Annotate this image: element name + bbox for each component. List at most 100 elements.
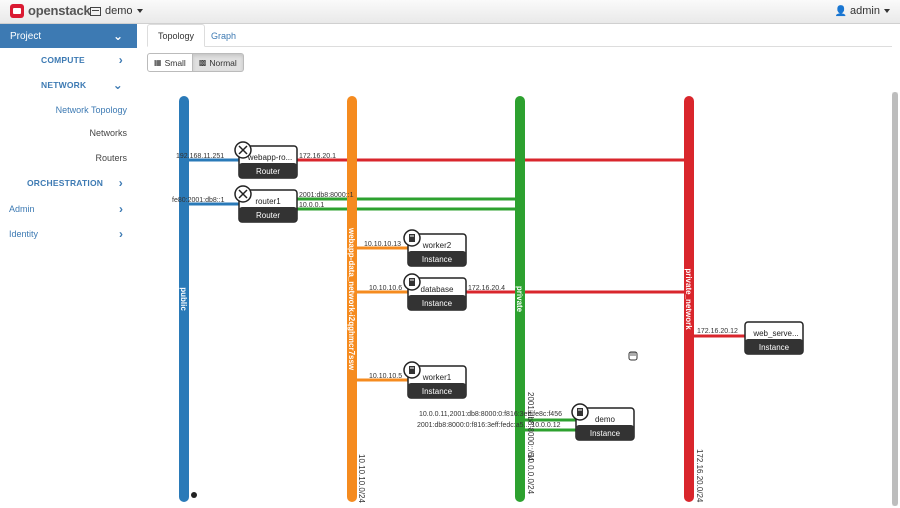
network-cidr: 172.16.20.0/24 xyxy=(695,449,704,503)
router-icon xyxy=(234,141,252,159)
device-type-bar xyxy=(239,163,297,178)
project-icon xyxy=(90,6,101,16)
port-label: 10.0.0.11,2001:db8:8000:0:f816:3eff:fe8c… xyxy=(419,411,562,418)
chevron-down-icon: ⌄ xyxy=(112,29,123,43)
chevron-right-icon: › xyxy=(119,202,123,216)
device-name: worker2 xyxy=(422,241,452,250)
openstack-logo[interactable]: openstack xyxy=(10,3,91,18)
device-type: Instance xyxy=(590,429,621,438)
device-worker2[interactable]: worker2 Instance xyxy=(403,229,467,267)
port-label: 10.10.10.5 xyxy=(369,373,402,380)
device-type-bar xyxy=(408,251,466,266)
tab-graph[interactable]: Graph xyxy=(201,24,246,47)
device-database[interactable]: database Instance xyxy=(403,273,467,311)
network-cidr-v6: 2001:db8:8000::/64 xyxy=(526,392,535,462)
sidebar-item-label: NETWORK xyxy=(41,80,87,90)
device-name: database xyxy=(421,285,454,294)
port-label: 2001:db8:8000:0:f816:3eff:fedc:a5...,10.… xyxy=(417,422,561,429)
network-webapp-data[interactable]: webapp-data_network-i2qghmcr7ssw 10.10.1… xyxy=(347,96,366,503)
sidebar-item-routers[interactable]: Routers xyxy=(0,146,137,170)
server-icon xyxy=(571,403,589,421)
network-name: private xyxy=(515,286,524,313)
network-bar[interactable] xyxy=(347,96,357,502)
view-tabs: Topology Graph xyxy=(147,24,892,47)
device-worker1[interactable]: worker1 Instance xyxy=(403,361,467,399)
hand-cursor-icon xyxy=(628,351,638,361)
normal-button[interactable]: ▩ Normal xyxy=(192,53,244,72)
device-type-bar xyxy=(408,295,466,310)
device-type-bar xyxy=(239,207,297,222)
port-label: 172.16.20.4 xyxy=(468,285,505,292)
network-public[interactable]: public xyxy=(179,96,197,502)
small-button[interactable]: ▦ Small xyxy=(147,53,193,72)
network-name: private_network xyxy=(684,268,693,330)
network-bar[interactable] xyxy=(515,96,525,502)
openstack-logo-icon xyxy=(10,3,24,18)
device-name: webapp-ro... xyxy=(247,153,292,162)
sidebar-item-network-topology[interactable]: Network Topology xyxy=(0,98,137,122)
network-cidr: 10.0.0.0/24 xyxy=(526,454,535,495)
device-web-server[interactable]: web_serve... Instance xyxy=(744,321,804,355)
network-bar[interactable] xyxy=(179,96,189,502)
button-label: Small xyxy=(164,57,186,68)
grid-small-icon: ▦ xyxy=(154,58,162,67)
sidebar-item-admin[interactable]: Admin › xyxy=(0,197,137,221)
server-icon xyxy=(403,229,421,247)
device-type: Instance xyxy=(422,299,453,308)
port-label: fe80:2001:db8::1 xyxy=(172,197,225,204)
network-name: public xyxy=(179,287,188,311)
chevron-right-icon: › xyxy=(118,53,123,67)
device-name: web_serve... xyxy=(752,329,798,338)
chevron-right-icon: › xyxy=(118,176,123,190)
scrollbar-thumb[interactable] xyxy=(892,92,898,506)
sidebar-item-orchestration[interactable]: ORCHESTRATION › xyxy=(0,171,137,195)
device-type: Instance xyxy=(422,387,453,396)
device-demo[interactable]: demo Instance xyxy=(571,403,635,441)
chevron-down-icon: ⌄ xyxy=(112,78,123,92)
user-icon: 👤 xyxy=(834,5,848,17)
device-router-webapp[interactable]: webapp-ro... Router xyxy=(234,141,298,179)
network-bar[interactable] xyxy=(684,96,694,502)
chevron-down-icon xyxy=(136,9,143,13)
sidebar-item-network[interactable]: NETWORK ⌄ xyxy=(0,73,137,97)
sidebar-item-label: ORCHESTRATION xyxy=(27,178,104,188)
user-name: admin xyxy=(850,5,880,17)
device-router1[interactable]: router1 Router xyxy=(234,185,298,223)
device-name: router1 xyxy=(255,197,281,206)
project-name: demo xyxy=(105,5,133,17)
network-private-network[interactable]: private_network 172.16.20.0/24 xyxy=(684,96,704,503)
port-label: 10.10.10.6 xyxy=(369,285,402,292)
server-icon xyxy=(403,361,421,379)
sidebar-item-label: Network Topology xyxy=(55,105,127,115)
device-type-bar xyxy=(745,339,803,354)
network-private[interactable]: private 2001:db8:8000::/64 10.0.0.0/24 xyxy=(515,96,535,502)
tab-label: Topology xyxy=(158,30,195,41)
sidebar-item-label: Project xyxy=(10,30,42,42)
port-labels: 192.168.11.251 172.16.20.1 fe80:2001:db8… xyxy=(172,153,738,429)
device-type: Router xyxy=(256,167,280,176)
device-name: worker1 xyxy=(422,373,452,382)
sidebar-item-identity[interactable]: Identity › xyxy=(0,222,137,246)
user-menu[interactable]: 👤 admin xyxy=(835,5,890,17)
vertical-scrollbar[interactable] xyxy=(892,92,898,506)
sidebar: Project ⌄ COMPUTE › NETWORK ⌄ Network To… xyxy=(0,24,138,508)
tab-label: Graph xyxy=(211,30,237,41)
sidebar-item-project[interactable]: Project ⌄ xyxy=(0,24,137,48)
sidebar-item-compute[interactable]: COMPUTE › xyxy=(0,48,137,72)
sidebar-item-label: Routers xyxy=(95,153,127,163)
button-label: Normal xyxy=(209,57,237,68)
device-type: Router xyxy=(256,211,280,220)
sidebar-item-label: Identity xyxy=(9,229,39,239)
device-type: Instance xyxy=(759,343,790,352)
port-label: 172.16.20.1 xyxy=(299,153,336,160)
top-navbar: openstack demo 👤 admin xyxy=(0,0,900,24)
device-type-bar xyxy=(576,425,634,440)
tab-topology[interactable]: Topology xyxy=(147,24,206,47)
server-icon xyxy=(403,273,421,291)
port-label: 2001:db8:8000::1 xyxy=(299,192,354,199)
size-toggle: ▦ Small ▩ Normal xyxy=(147,53,244,72)
project-selector[interactable]: demo xyxy=(90,5,143,17)
sidebar-item-networks[interactable]: Networks xyxy=(0,121,137,145)
